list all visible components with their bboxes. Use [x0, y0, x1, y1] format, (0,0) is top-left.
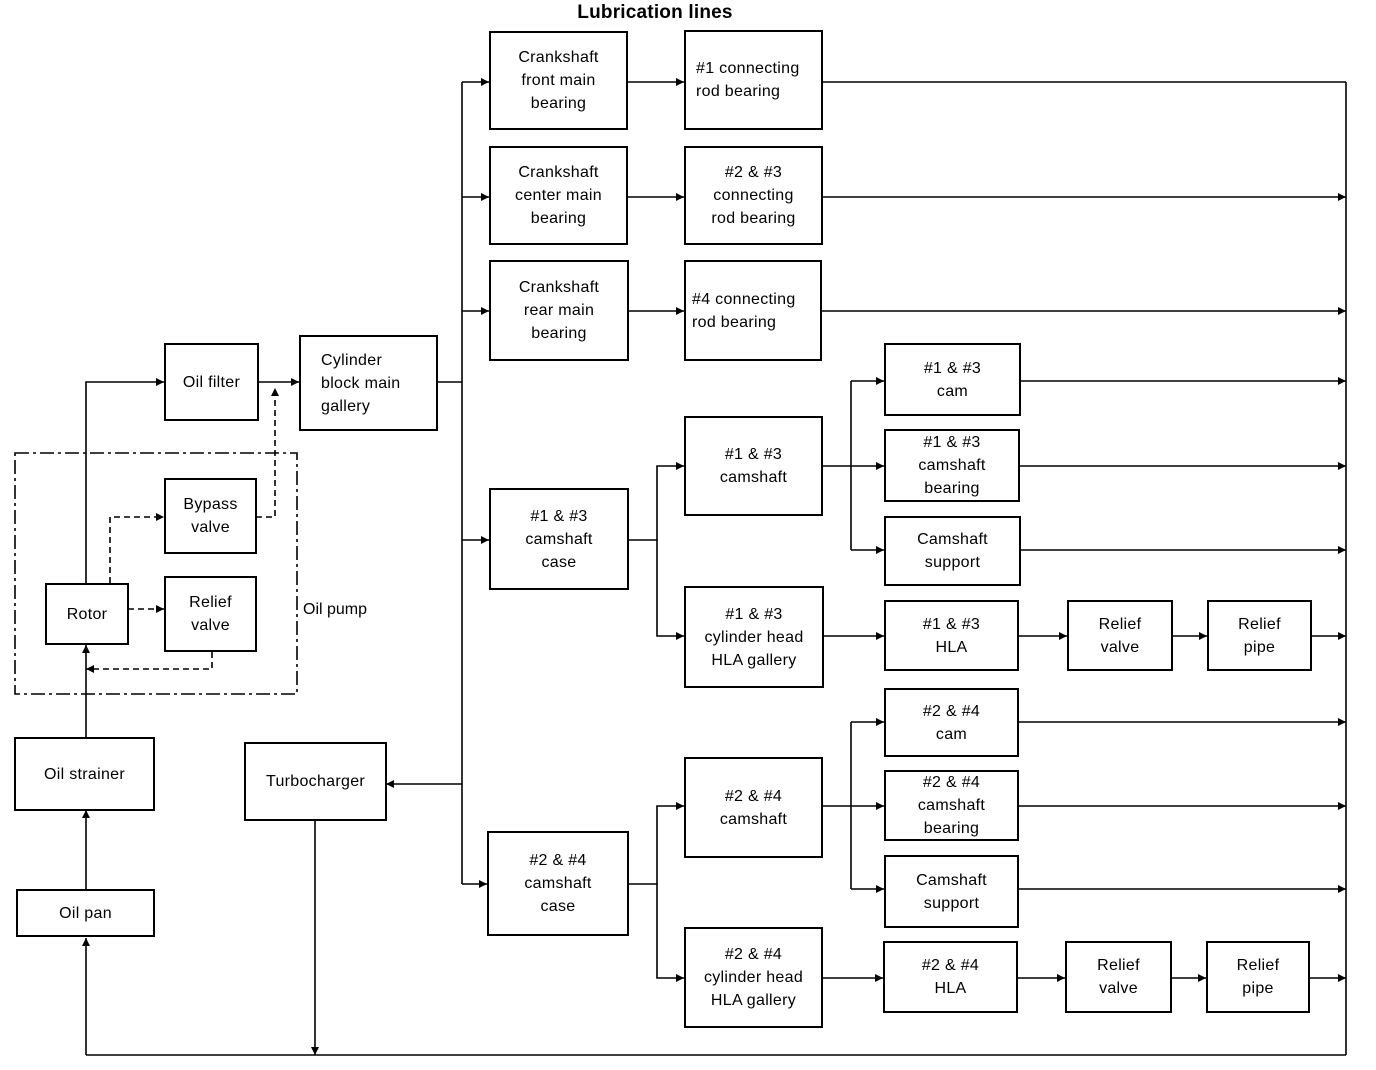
cam-24-label: #2 & #4 cam — [922, 702, 981, 743]
camshaft-13-label: #1 & #3 camshaft — [719, 446, 788, 486]
hla-gallery-24-label: #2 & #4 cylinder head HLA gallery — [703, 946, 804, 1009]
cylinder-block-main-gallery-box: Cylinder block main gallery — [299, 335, 438, 431]
hla-gallery-24-box: #2 & #4 cylinder head HLA gallery — [684, 927, 823, 1028]
relief-valve-13-box: Relief valve — [1067, 600, 1173, 671]
oil-filter-label: Oil filter — [182, 373, 241, 391]
camshaft-bearing-13-box: #1 & #3 camshaft bearing — [884, 429, 1020, 502]
conrod-4-label: #4 connecting rod bearing — [692, 290, 796, 331]
crankshaft-front-main-bearing-label: Crankshaft front main bearing — [518, 49, 599, 112]
relief-pipe-24-box: Relief pipe — [1206, 941, 1310, 1013]
camshaft-case-13-label: #1 & #3 camshaft case — [525, 507, 593, 571]
camshaft-case-24-box: #2 & #4 camshaft case — [487, 831, 629, 936]
oil-strainer-label: Oil strainer — [44, 765, 125, 783]
camshaft-case-24-label: #2 & #4 camshaft case — [524, 852, 592, 915]
rotor-box: Rotor — [45, 583, 129, 645]
hla-gallery-13-box: #1 & #3 cylinder head HLA gallery — [684, 586, 824, 688]
relief-valve-24-box: Relief valve — [1065, 941, 1172, 1013]
relief-valve-24-label: Relief valve — [1097, 957, 1140, 997]
relief-pipe-24-label: Relief pipe — [1236, 957, 1280, 997]
camshaft-support-13-box: Camshaft support — [884, 516, 1021, 586]
relief-valve-13-label: Relief valve — [1098, 615, 1142, 656]
hla-13-label: #1 & #3 HLA — [922, 615, 981, 656]
cylinder-block-main-gallery-label: Cylinder block main gallery — [321, 351, 401, 415]
relief-pipe-13-box: Relief pipe — [1207, 600, 1312, 671]
crankshaft-rear-main-bearing-label: Crankshaft rear main bearing — [518, 279, 600, 342]
oil-pump-boundary — [14, 452, 298, 695]
cam-24-box: #2 & #4 cam — [884, 688, 1019, 757]
crankshaft-front-main-bearing-box: Crankshaft front main bearing — [489, 31, 628, 130]
pump-relief-valve-label: Relief valve — [189, 594, 232, 634]
bypass-valve-label: Bypass valve — [183, 496, 238, 536]
camshaft-24-label: #2 & #4 camshaft — [719, 787, 788, 828]
crankshaft-center-main-bearing-box: Crankshaft center main bearing — [489, 146, 628, 245]
camshaft-24-box: #2 & #4 camshaft — [684, 757, 823, 858]
camshaft-case-13-box: #1 & #3 camshaft case — [489, 488, 629, 590]
hla-13-box: #1 & #3 HLA — [884, 600, 1019, 671]
conrod-23-label: #2 & #3 connecting rod bearing — [711, 164, 796, 227]
hla-24-label: #2 & #4 HLA — [921, 957, 980, 997]
relief-pipe-13-label: Relief pipe — [1238, 615, 1281, 656]
hla-gallery-13-label: #1 & #3 cylinder head HLA gallery — [704, 605, 804, 669]
camshaft-bearing-24-box: #2 & #4 camshaft bearing — [884, 770, 1019, 841]
bypass-valve-box: Bypass valve — [164, 478, 257, 554]
camshaft-support-24-label: Camshaft support — [916, 871, 987, 912]
conrod-1-label: #1 connecting rod bearing — [696, 60, 800, 100]
crankshaft-rear-main-bearing-box: Crankshaft rear main bearing — [489, 260, 629, 361]
turbocharger-label: Turbocharger — [265, 773, 366, 790]
conrod-23-box: #2 & #3 connecting rod bearing — [684, 146, 823, 245]
camshaft-support-13-label: Camshaft support — [917, 531, 988, 571]
camshaft-13-box: #1 & #3 camshaft — [684, 416, 823, 516]
turbocharger-box: Turbocharger — [244, 742, 387, 821]
cam-13-label: #1 & #3 cam — [923, 359, 982, 400]
oil-pan-label: Oil pan — [59, 904, 112, 922]
camshaft-bearing-24-label: #2 & #4 camshaft bearing — [917, 774, 986, 837]
oil-strainer-box: Oil strainer — [14, 737, 155, 811]
camshaft-bearing-13-label: #1 & #3 camshaft bearing — [918, 434, 986, 497]
conrod-1-box: #1 connecting rod bearing — [684, 30, 823, 130]
hla-24-box: #2 & #4 HLA — [883, 941, 1018, 1013]
oil-filter-box: Oil filter — [164, 343, 259, 421]
pump-relief-valve-box: Relief valve — [164, 576, 257, 652]
oil-pump-label: Oil pump — [303, 601, 368, 618]
crankshaft-center-main-bearing-label: Crankshaft center main bearing — [515, 164, 602, 227]
diagram-title: Lubrication lines — [577, 2, 733, 23]
cam-13-box: #1 & #3 cam — [884, 343, 1021, 416]
rotor-label: Rotor — [66, 605, 108, 623]
camshaft-support-24-box: Camshaft support — [884, 855, 1019, 928]
conrod-4-box: #4 connecting rod bearing — [684, 260, 822, 361]
oil-pan-box: Oil pan — [16, 889, 155, 937]
